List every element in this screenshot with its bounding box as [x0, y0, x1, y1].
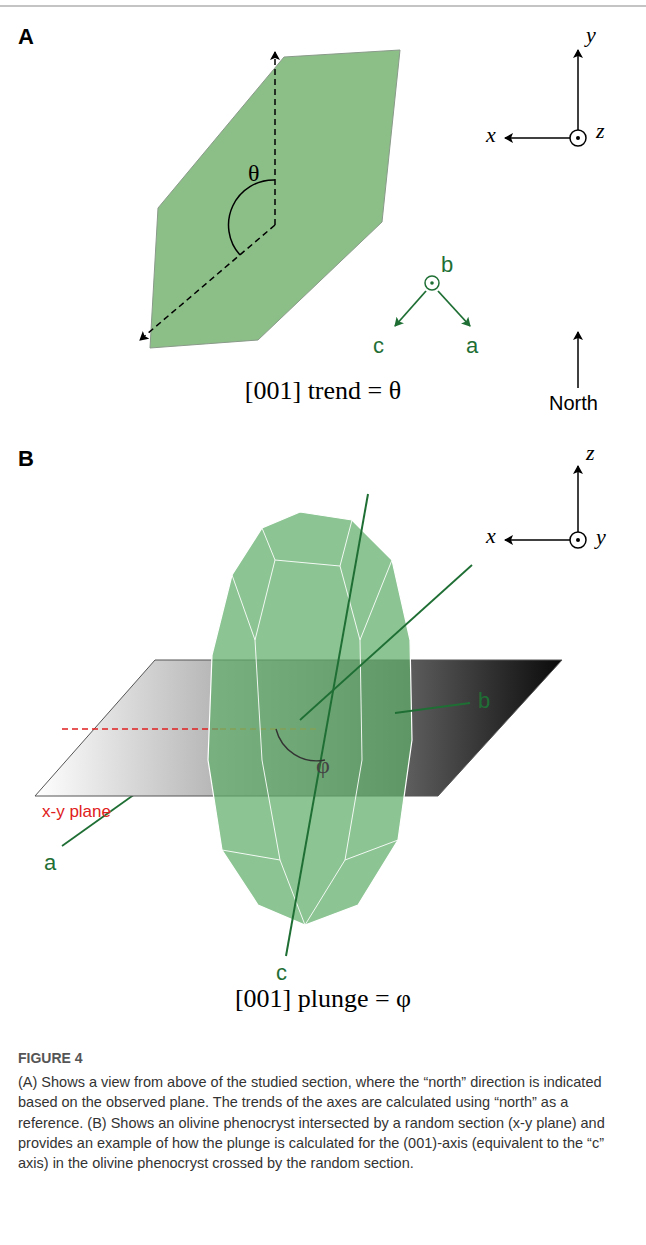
panel-letter: A — [18, 24, 34, 49]
axis-label: x — [486, 122, 496, 147]
trace-dash — [62, 728, 220, 730]
olivine-crystal — [208, 512, 412, 925]
x-axis — [505, 539, 570, 541]
figure-number: FIGURE 4 — [18, 1050, 83, 1066]
crystal-axis-label: a — [44, 850, 56, 875]
plane-label: x-y plane — [42, 802, 111, 822]
formula-label: [001] trend = θ — [245, 376, 401, 406]
crystal-axis-label: c — [373, 333, 384, 358]
trend-dash — [140, 225, 275, 340]
c-axis — [286, 494, 368, 956]
crystal-axis-label: a — [466, 333, 478, 358]
axis-label: x — [486, 523, 496, 548]
a-axis — [438, 291, 470, 326]
axis-label: y — [596, 524, 606, 549]
z-axis — [577, 466, 579, 532]
angle-symbol: θ — [248, 160, 260, 188]
crystal-axis-label: c — [276, 960, 287, 985]
crystal-axis-label: b — [441, 252, 453, 277]
angle-symbol: φ — [316, 752, 330, 780]
top-rule — [0, 5, 646, 7]
z-axis — [570, 130, 586, 146]
theta-arc — [229, 180, 275, 255]
north-dash — [274, 52, 276, 225]
figure-caption: (A) Shows a view from above of the studi… — [18, 1072, 626, 1173]
plane-a — [150, 50, 400, 348]
panel-letter: B — [18, 446, 34, 471]
y-axis — [577, 50, 579, 130]
north-arrow — [577, 332, 579, 388]
formula-label: [001] plunge = φ — [235, 984, 411, 1014]
axis-label: z — [596, 118, 605, 143]
b-axis — [300, 565, 472, 720]
y-axis — [570, 532, 586, 548]
x-axis — [505, 137, 570, 139]
axis-label: y — [586, 22, 596, 47]
crystal-axis-label: b — [478, 688, 490, 713]
b-axis — [425, 276, 439, 290]
c-axis — [395, 291, 426, 326]
north-label: North — [549, 392, 598, 415]
axis-label: z — [586, 440, 595, 465]
